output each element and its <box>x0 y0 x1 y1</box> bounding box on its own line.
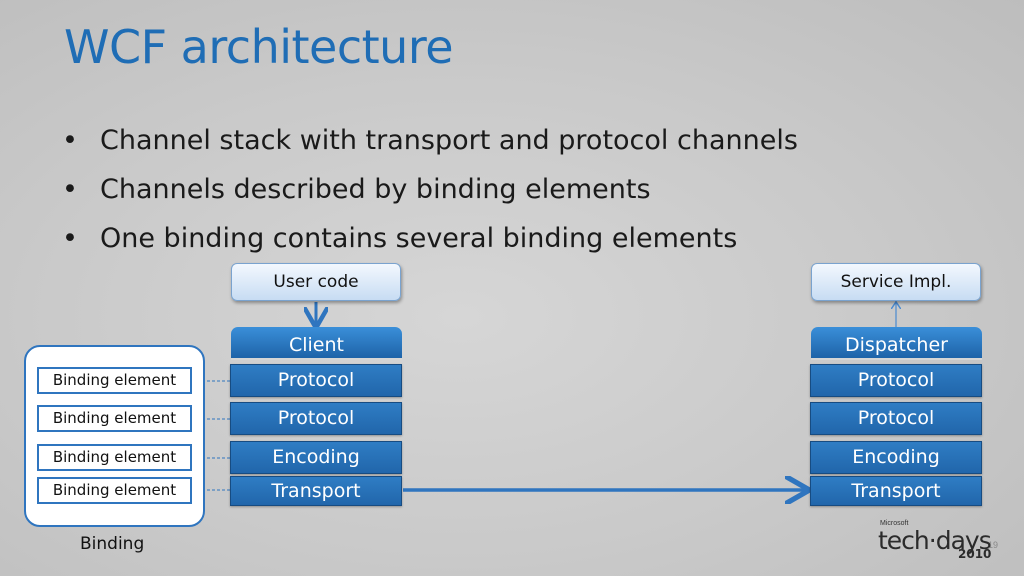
client-protocol-channel: Protocol <box>230 402 402 435</box>
service-impl-box: Service Impl. <box>811 263 981 301</box>
service-encoding-channel: Encoding <box>810 441 982 474</box>
client-encoding-channel: Encoding <box>230 441 402 474</box>
bullet-text: One binding contains several binding ele… <box>100 223 738 254</box>
binding-element: Binding element <box>37 444 192 471</box>
binding-element: Binding element <box>37 477 192 504</box>
bullet-text: Channels described by binding elements <box>100 174 651 205</box>
logo-brand: Microsoft <box>880 520 909 527</box>
bullet-item: • Channels described by binding elements <box>62 169 798 218</box>
logo-text: tech·days <box>878 526 992 555</box>
service-protocol-channel: Protocol <box>810 402 982 435</box>
bullet-list: • Channel stack with transport and protoc… <box>62 120 798 267</box>
user-code-box: User code <box>231 263 401 301</box>
bullet-item: • Channel stack with transport and protoc… <box>62 120 798 169</box>
bullet-dot-icon: • <box>62 174 78 205</box>
binding-element: Binding element <box>37 367 192 394</box>
client-transport-channel: Transport <box>230 476 402 506</box>
client-protocol-channel: Protocol <box>230 364 402 397</box>
client-header: Client <box>231 327 402 360</box>
service-transport-channel: Transport <box>810 476 982 506</box>
page-number: 19 <box>988 540 999 550</box>
dispatcher-header: Dispatcher <box>811 327 982 360</box>
service-protocol-channel: Protocol <box>810 364 982 397</box>
slide-title: WCF architecture <box>64 20 454 74</box>
binding-element: Binding element <box>37 405 192 432</box>
bullet-text: Channel stack with transport and protoco… <box>100 125 798 156</box>
bullet-dot-icon: • <box>62 223 78 254</box>
binding-label: Binding <box>80 534 145 554</box>
bullet-item: • One binding contains several binding el… <box>62 218 798 267</box>
bullet-dot-icon: • <box>62 125 78 156</box>
logo-year: 2010 <box>958 547 992 561</box>
techdays-logo: Microsoft tech·days 2010 <box>878 520 992 565</box>
